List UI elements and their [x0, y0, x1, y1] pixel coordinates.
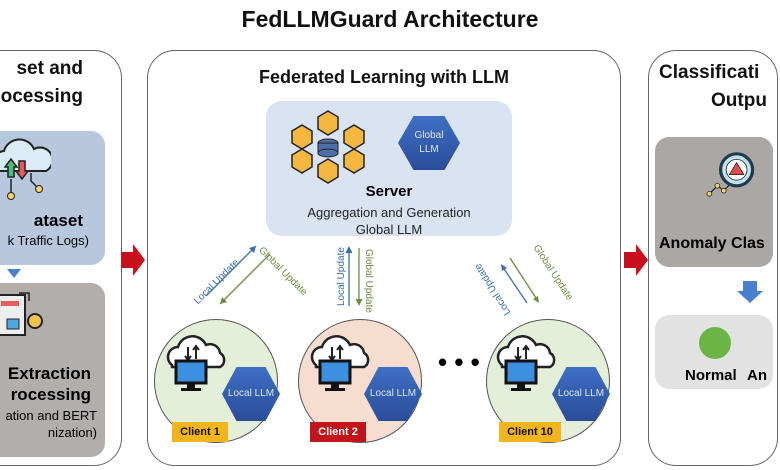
server-label: Server — [365, 183, 413, 200]
classification-output-panel: Classificati Outpu Anomaly Clas Normal A… — [648, 50, 778, 466]
panel-title-line1: Classificati — [659, 62, 760, 83]
extraction-sub1: ation and BERT — [5, 408, 97, 423]
server-sub1: Aggregation and Generation — [307, 205, 471, 220]
dataset-sub: k Traffic Logs) — [7, 233, 89, 248]
server-box: Global LLM Server Aggregation and Genera… — [266, 101, 512, 237]
client2-global-arrow — [355, 248, 363, 306]
document-gear-icon — [0, 292, 43, 336]
local-llm-hexagon: Local LLM — [552, 367, 610, 421]
panel-title-line2: Outpu — [711, 90, 767, 111]
anomaly-classifier-box: Anomaly Clas — [655, 137, 773, 267]
panel-title-line2: ocessing — [0, 86, 83, 107]
client1-global-arrow — [219, 253, 271, 305]
extraction-sub2: nization) — [47, 425, 97, 440]
normal-indicator-icon — [699, 327, 731, 359]
cloud-computer-icon — [166, 335, 226, 391]
dataset-box: ataset k Traffic Logs) — [0, 131, 105, 265]
flow-arrow-icon — [121, 244, 145, 276]
federated-learning-panel: Federated Learning with LLM Global LLM S… — [147, 50, 621, 466]
local-update-label: Local Update — [336, 247, 347, 306]
output-box: Normal An — [655, 315, 773, 389]
global-update-label: Global Update — [363, 249, 374, 313]
cloud-computer-icon — [310, 335, 370, 391]
server-sub2: Global LLM — [355, 222, 423, 237]
diagram-title: FedLLMGuard Architecture — [241, 6, 539, 32]
client1-local-arrow — [205, 245, 257, 297]
panel-title: Federated Learning with LLM — [258, 67, 509, 87]
cloud-computer-icon — [496, 335, 556, 391]
anomaly-classifier-label: Anomaly Clas — [659, 235, 765, 252]
normal-label: Normal — [685, 367, 737, 384]
client2-local-arrow — [345, 246, 353, 306]
global-llm-hexagon: Global LLM — [398, 116, 460, 170]
client-2-tag: Client 2 — [310, 422, 366, 442]
flow-arrow-icon — [624, 244, 648, 276]
extraction-label2: rocessing — [10, 385, 91, 404]
client-1-tag: Client 1 — [172, 422, 228, 442]
feature-extraction-box: Extraction rocessing ation and BERT niza… — [0, 283, 105, 457]
update-arrows — [205, 245, 539, 306]
client10-local-arrow — [501, 264, 528, 304]
cloud-data-icon — [0, 138, 51, 200]
server-network-icon — [291, 110, 365, 184]
dataset-label: ataset — [33, 211, 83, 230]
ellipsis: • • • — [438, 347, 480, 377]
down-arrow-icon — [7, 269, 21, 278]
client10-global-arrow — [509, 257, 539, 303]
magnifier-alert-icon — [706, 152, 755, 197]
panel-title-line1: set and — [16, 58, 83, 79]
extraction-label: Extraction — [7, 364, 91, 383]
down-arrow-icon — [737, 281, 763, 303]
client-10-tag: Client 10 — [499, 422, 561, 442]
anomalous-label: An — [747, 367, 767, 384]
dataset-preprocessing-panel: set and ocessing ataset k Traffic Logs) … — [0, 50, 122, 466]
